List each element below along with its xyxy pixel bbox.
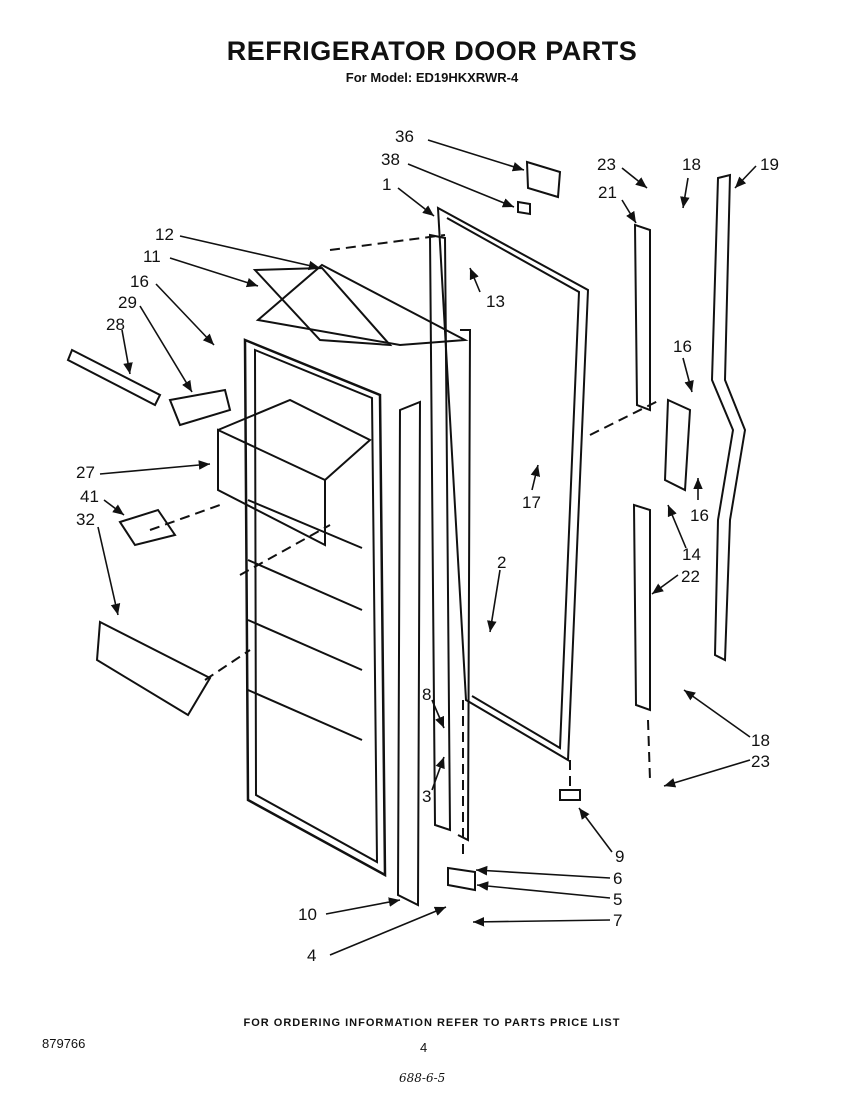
callout-label: 1 bbox=[382, 175, 391, 194]
callout-label: 22 bbox=[681, 567, 700, 586]
callout-label: 11 bbox=[143, 247, 161, 266]
handwritten-note: 688-6-5 bbox=[399, 1071, 446, 1085]
callout-label: 18 bbox=[682, 155, 701, 174]
callout-label: 38 bbox=[381, 150, 400, 169]
model-subtitle: For Model: ED19HKXRWR-4 bbox=[345, 70, 519, 85]
callout-label: 5 bbox=[613, 890, 622, 909]
callout-label: 29 bbox=[118, 293, 137, 312]
callout-label: 16 bbox=[130, 272, 149, 291]
callout-label: 13 bbox=[486, 292, 505, 311]
callout-label: 7 bbox=[613, 911, 622, 930]
callout-label: 23 bbox=[597, 155, 616, 174]
callout-label: 8 bbox=[422, 685, 431, 704]
ordering-note: FOR ORDERING INFORMATION REFER TO PARTS … bbox=[243, 1017, 621, 1029]
page-number: 4 bbox=[420, 1040, 428, 1055]
callout-label: 27 bbox=[76, 463, 95, 482]
document-number: 879766 bbox=[42, 1036, 86, 1051]
callout-label: 36 bbox=[395, 127, 414, 146]
callout-label: 14 bbox=[682, 545, 701, 564]
callout-label: 12 bbox=[155, 225, 174, 244]
callout-label: 10 bbox=[298, 905, 317, 924]
callout-label: 18 bbox=[751, 731, 770, 750]
callout-label: 3 bbox=[422, 787, 431, 806]
page-title: REFRIGERATOR DOOR PARTS bbox=[226, 36, 638, 66]
callout-label: 21 bbox=[598, 183, 617, 202]
callout-label: 17 bbox=[522, 493, 541, 512]
callout-label: 4 bbox=[307, 946, 316, 965]
leader-lines bbox=[97, 139, 757, 956]
callout-label: 41 bbox=[80, 487, 99, 506]
callout-label: 16 bbox=[673, 337, 692, 356]
callout-label: 2 bbox=[497, 553, 506, 572]
callout-label: 28 bbox=[106, 315, 125, 334]
callout-label: 16 bbox=[690, 506, 709, 525]
callout-label: 23 bbox=[751, 752, 770, 771]
callout-label: 6 bbox=[613, 869, 622, 888]
callout-label: 32 bbox=[76, 510, 95, 529]
callout-label: 9 bbox=[615, 847, 624, 866]
door-liner-drawing bbox=[66, 160, 747, 907]
callout-labels: 36 38 1 12 11 16 29 28 27 41 32 13 23 18… bbox=[76, 127, 779, 965]
callout-label: 19 bbox=[760, 155, 779, 174]
